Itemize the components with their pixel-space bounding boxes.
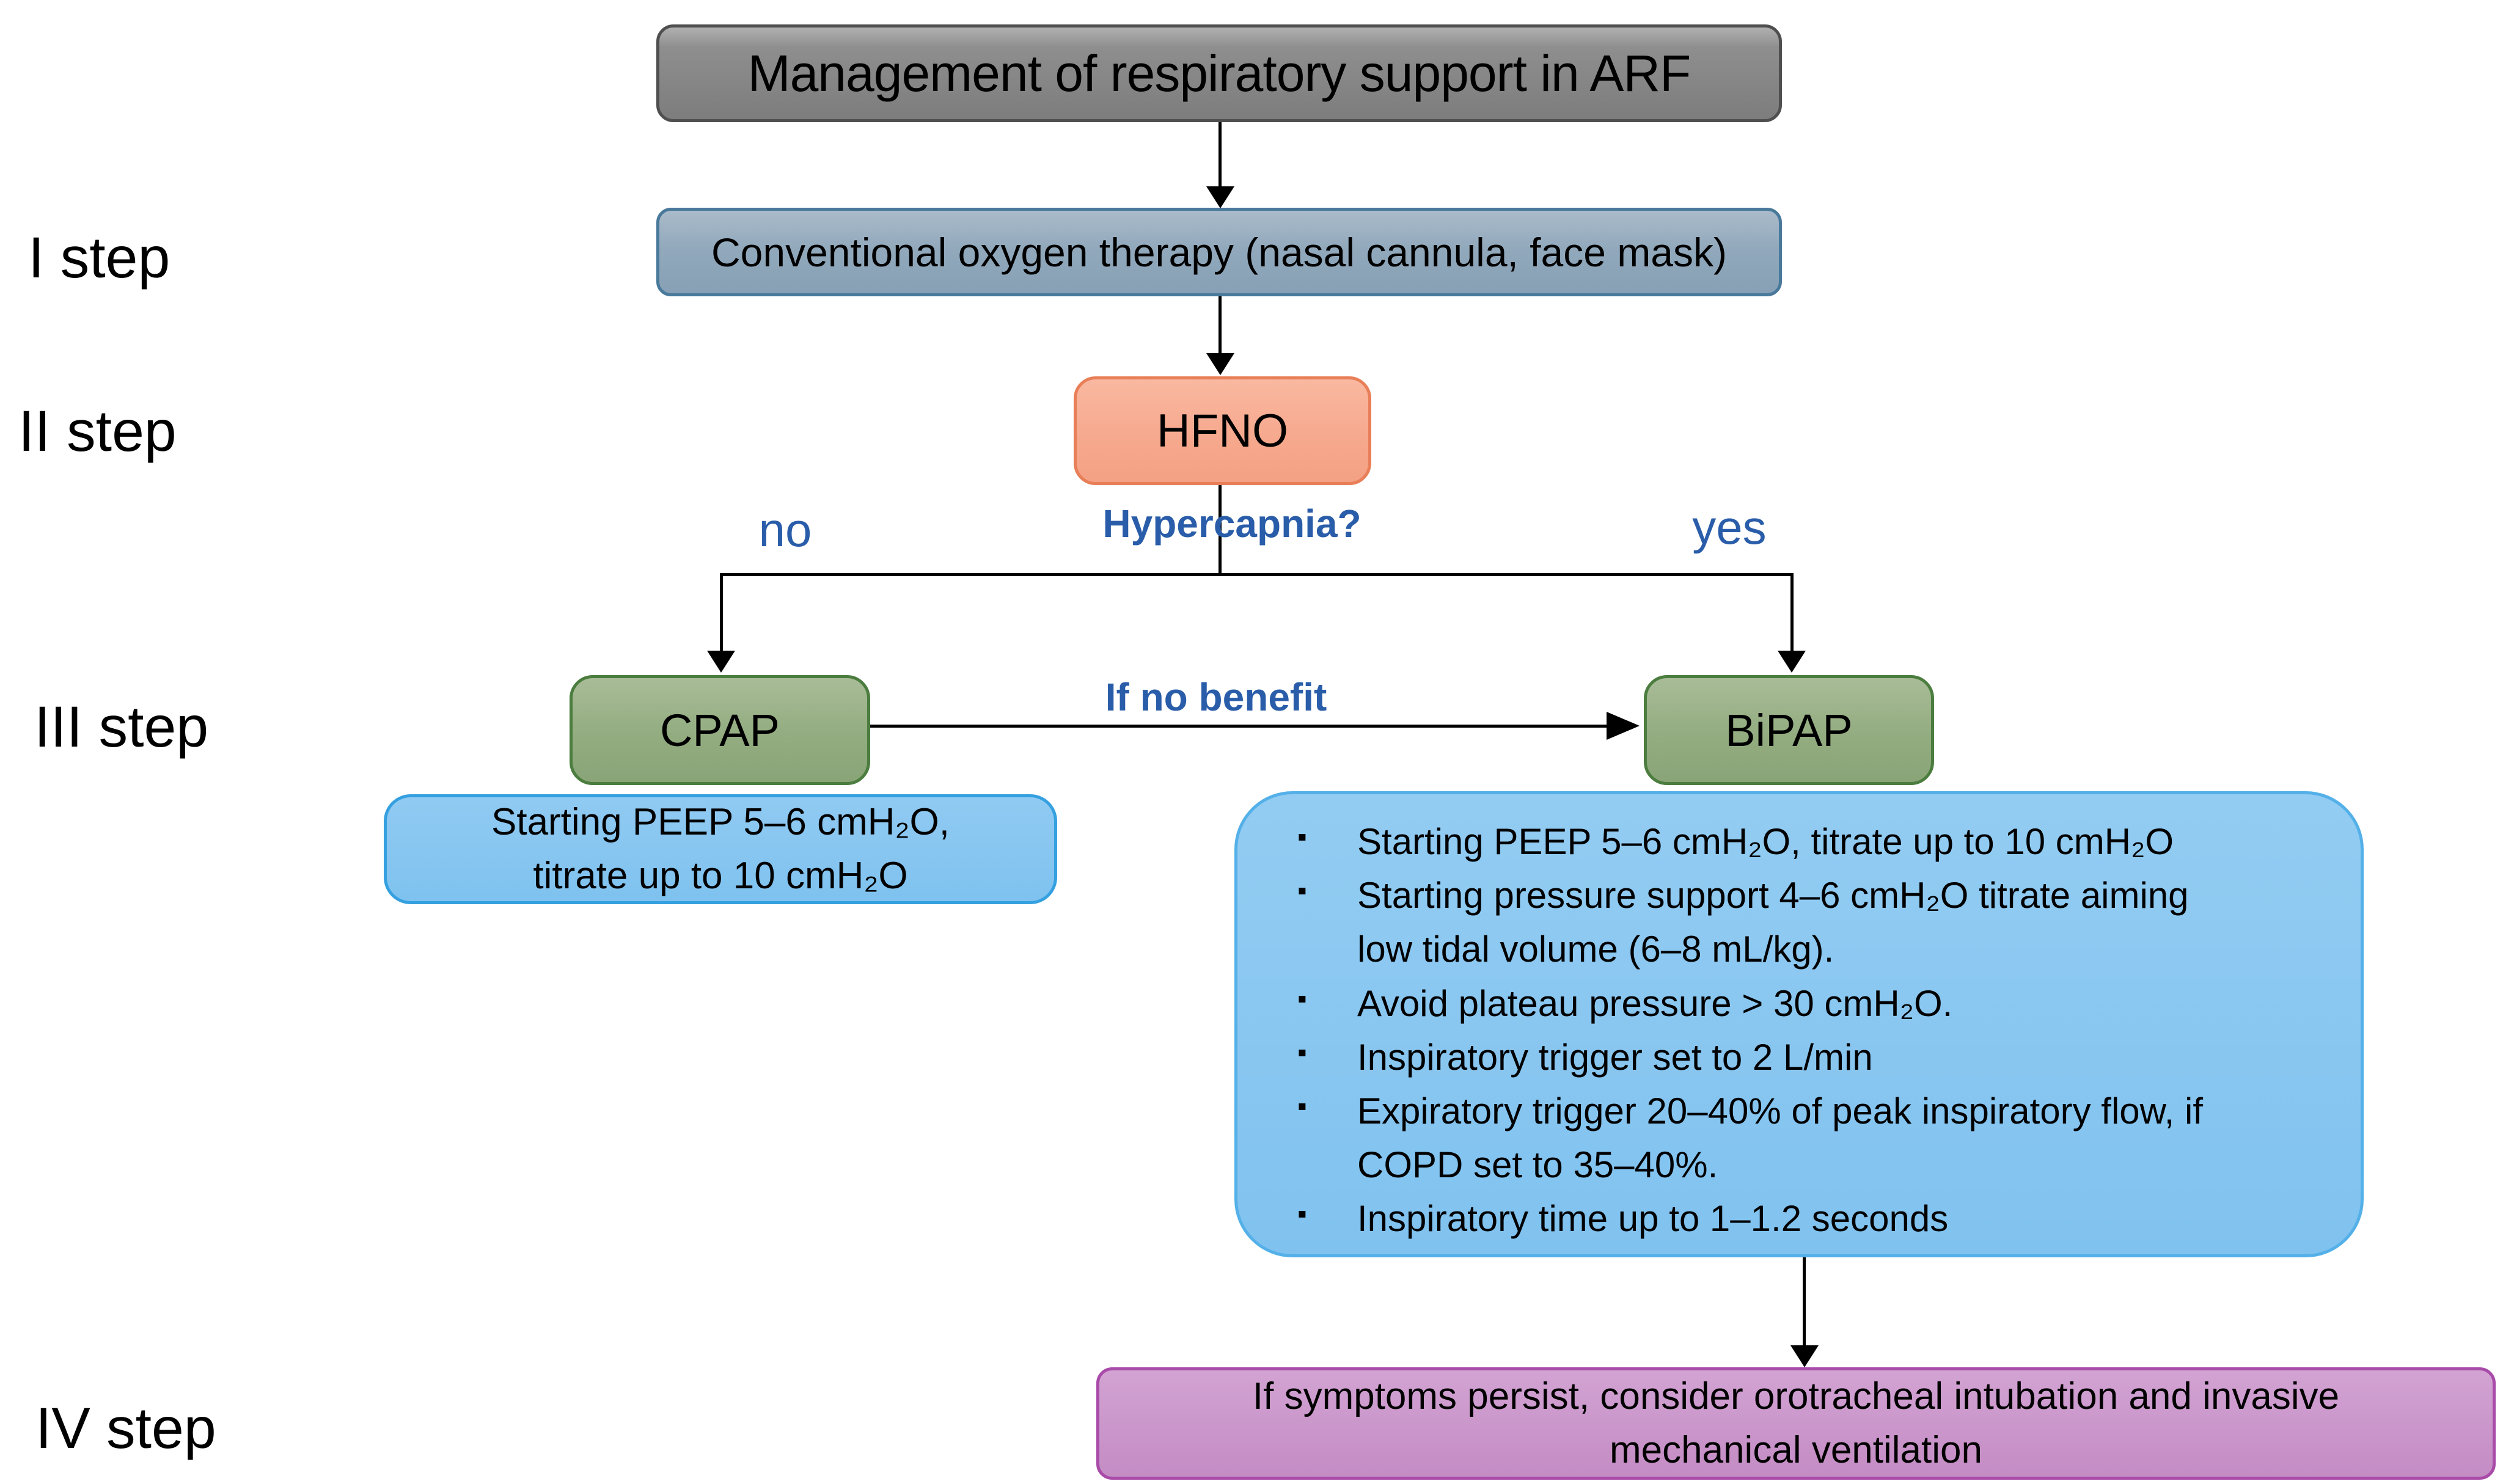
bipap-setting-text: Avoid plateau pressure > 30 cmH₂O. [1357,982,1953,1024]
arrowhead-down-icon [1206,353,1234,375]
branch-yes-label: yes [1692,500,1767,554]
list-item: ▪ Expiratory trigger 20–40% of peak insp… [1290,1084,2213,1192]
bullet-icon: ▪ [1297,1091,1307,1121]
decision-question-label: Hypercapnia? [1102,502,1361,546]
bipap-settings-list: ▪ Starting PEEP 5–6 cmH₂O, titrate up to… [1237,794,2247,1246]
arrowhead-right-icon [1607,712,1640,740]
node-bipap: BiPAP [1644,675,1934,785]
node-title: Management of respiratory support in ARF [656,24,1782,122]
bullet-icon: ▪ [1297,875,1307,906]
bipap-setting-text: Inspiratory trigger set to 2 L/min [1357,1036,1873,1078]
connector-title-to-oxygen-line [1219,122,1222,188]
list-item: ▪ Inspiratory trigger set to 2 L/min [1290,1031,2213,1084]
bullet-icon: ▪ [1297,1199,1307,1229]
node-cpap: CPAP [570,675,870,785]
branch-horizontal-line [720,573,1794,576]
branch-yes-vertical-line [1790,573,1794,651]
bullet-icon: ▪ [1297,822,1307,852]
branch-no-label: no [758,503,812,557]
step-label-4: IV step [35,1396,216,1461]
bipap-setting-text: Starting pressure support 4–6 cmH₂O titr… [1357,875,2189,970]
connector-hfno-to-branch-line [1219,485,1222,576]
bullet-icon: ▪ [1297,1037,1307,1067]
bipap-setting-text: Starting PEEP 5–6 cmH₂O, titrate up to 1… [1357,821,2174,862]
arrowhead-down-icon [1206,186,1234,208]
intubation-text: If symptoms persist, consider orotrachea… [1252,1375,2340,1471]
list-item: ▪ Starting pressure support 4–6 cmH₂O ti… [1290,869,2213,976]
list-item: ▪ Starting PEEP 5–6 cmH₂O, titrate up to… [1290,815,2213,869]
arrowhead-down-icon [1778,651,1806,673]
arrowhead-down-icon [707,651,735,673]
step-label-3: III step [34,695,209,759]
bullet-icon: ▪ [1297,983,1307,1014]
list-item: ▪ Avoid plateau pressure > 30 cmH₂O. [1290,977,2213,1031]
bipap-settings-box: ▪ Starting PEEP 5–6 cmH₂O, titrate up to… [1234,791,2364,1257]
branch-no-vertical-line [720,573,723,651]
connector-bipap-info-to-intubation-line [1803,1257,1806,1345]
list-item: ▪ Inspiratory time up to 1–1.2 seconds [1290,1192,2213,1246]
step-label-1: I step [28,225,170,290]
node-hfno: HFNO [1074,376,1371,485]
node-intubation: If symptoms persist, consider orotrachea… [1096,1367,2496,1480]
connector-oxygen-to-hfno-line [1219,296,1222,353]
bipap-setting-text: Inspiratory time up to 1–1.2 seconds [1357,1198,1949,1240]
escalation-label: If no benefit [1105,675,1327,719]
step-label-2: II step [18,399,177,464]
node-conventional-oxygen: Conventional oxygen therapy (nasal cannu… [656,208,1782,296]
connector-cpap-to-bipap-line [870,725,1607,728]
bipap-setting-text: Expiratory trigger 20–40% of peak inspir… [1357,1090,2204,1186]
arrowhead-down-icon [1790,1345,1819,1367]
cpap-settings-box: Starting PEEP 5–6 cmH₂O, titrate up to 1… [384,794,1057,904]
